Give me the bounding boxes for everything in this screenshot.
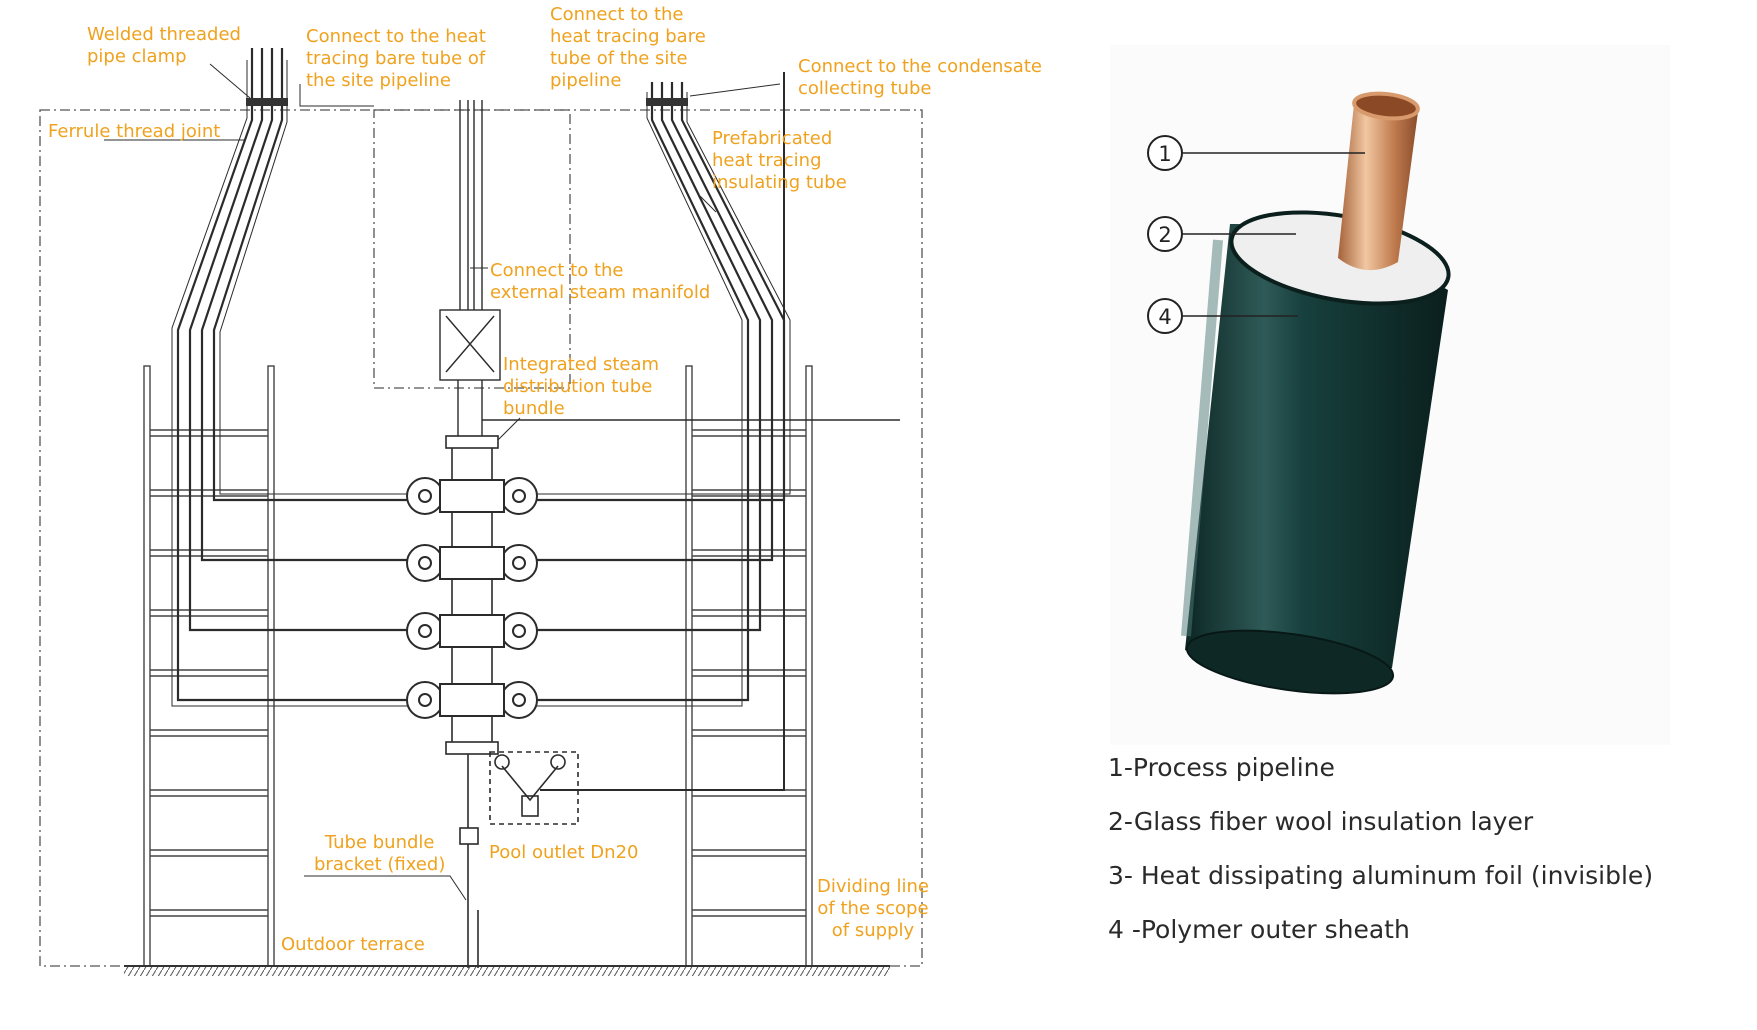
leader-lines (104, 63, 781, 901)
callout-number: 4 (1158, 305, 1171, 329)
callout-2: 2 (1147, 216, 1296, 252)
label-dividing: Dividing line of the scope of supply (817, 876, 929, 941)
label-terrace: Outdoor terrace (281, 934, 425, 955)
legend-item-3: 3- Heat dissipating aluminum foil (invis… (1108, 861, 1654, 890)
legend-item-1: 1-Process pipeline (1108, 753, 1335, 782)
right-tube-bundle-outline (530, 92, 791, 707)
pool-outlet (489, 751, 579, 825)
insulated-tube-illustration: 1 2 4 (1110, 45, 1670, 745)
valve-row-1 (406, 477, 538, 515)
callout-4: 4 (1147, 298, 1298, 334)
legend-item-4: 4 -Polymer outer sheath (1108, 915, 1410, 944)
callout-1: 1 (1147, 135, 1365, 171)
ground (124, 965, 890, 976)
label-connect-site-mid: Connect to the heat tracing bare tube of… (550, 4, 706, 91)
valve-row-2 (406, 544, 538, 582)
left-tube-bundle-outline (171, 60, 420, 707)
label-ferrule: Ferrule thread joint (48, 121, 221, 142)
label-integrated: Integrated steam distribution tube bundl… (503, 354, 660, 419)
label-steam-manifold: Connect to the external steam manifold (490, 260, 711, 303)
valve-row-3 (406, 612, 538, 650)
supply-boundary (39, 109, 923, 967)
label-prefab: Prefabricated heat tracing insulating tu… (712, 128, 847, 193)
label-connect-site-left: Connect to the heat tracing bare tube of… (306, 26, 486, 91)
legend-item-2: 2-Glass fiber wool insulation layer (1108, 807, 1534, 836)
callout-number: 2 (1158, 223, 1171, 247)
label-pool-outlet: Pool outlet Dn20 (489, 842, 639, 863)
bracket-stem (459, 754, 479, 968)
label-connect-condensate: Connect to the condensate collecting tub… (798, 56, 1042, 99)
label-bracket: Tube bundle bracket (fixed) (314, 832, 446, 875)
callout-number: 1 (1158, 142, 1171, 166)
left-tube-bundle (176, 48, 420, 702)
outer-sheath (1185, 223, 1448, 685)
label-welded-clamp: Welded threaded pipe clamp (87, 24, 241, 67)
condensate-tube (540, 72, 785, 791)
valve-row-4 (406, 681, 538, 719)
left-ladder (143, 365, 275, 967)
steam-supply-pipe (439, 100, 900, 450)
copper-pipe (1338, 104, 1418, 271)
pipe-clamps (246, 98, 688, 106)
